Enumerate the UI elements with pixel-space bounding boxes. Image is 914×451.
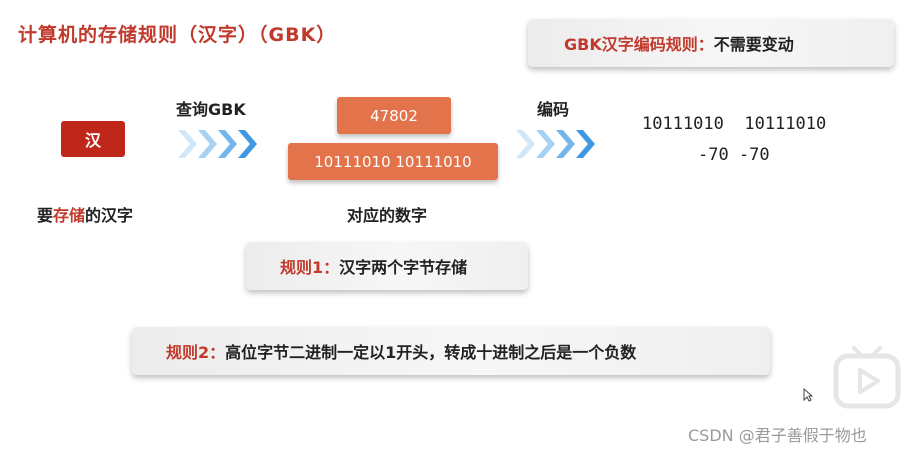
chevron-right-icon — [516, 130, 595, 158]
chevron-right-icon — [178, 130, 257, 158]
csdn-watermark: CSDN @君子善假于物也 — [688, 426, 867, 445]
caption-highlight: 存储 — [53, 206, 86, 225]
caption-stored-character: 要存储的汉字 — [37, 202, 133, 226]
step-encode-label: 编码 — [537, 100, 570, 119]
step-query-gbk-label: 查询GBK — [176, 100, 246, 119]
rule1-callout: 规则1： 汉字两个字节存储 — [246, 242, 528, 290]
gbk-rule-text: 不需要变动 — [713, 35, 794, 54]
gbk-rule-callout: GBK汉字编码规则： 不需要变动 — [528, 19, 894, 67]
decimal-code-box: 47802 — [337, 97, 451, 134]
rule2-label: 规则2： — [166, 343, 226, 362]
encoded-decimal-text: -70 -70 — [698, 145, 770, 165]
gbk-rule-label: GBK汉字编码规则： — [564, 35, 714, 54]
play-icon[interactable] — [832, 340, 902, 410]
source-character-box: 汉 — [61, 121, 125, 157]
rule2-text: 高位字节二进制一定以1开头，转成十进制之后是一个负数 — [225, 343, 637, 362]
caption-post: 的汉字 — [85, 206, 134, 225]
rule1-label: 规则1： — [280, 258, 340, 277]
caption-pre: 要 — [37, 206, 54, 225]
slide-title: 计算机的存储规则（汉字）（GBK） — [18, 24, 337, 46]
rule1-text: 汉字两个字节存储 — [339, 258, 468, 277]
caption-corresponding-number: 对应的数字 — [347, 206, 428, 225]
cursor-icon — [803, 388, 813, 402]
encoded-binary-text: 10111010 10111010 — [642, 114, 827, 134]
binary-code-box: 10111010 10111010 — [288, 143, 498, 180]
rule2-callout: 规则2： 高位字节二进制一定以1开头，转成十进制之后是一个负数 — [132, 327, 770, 375]
